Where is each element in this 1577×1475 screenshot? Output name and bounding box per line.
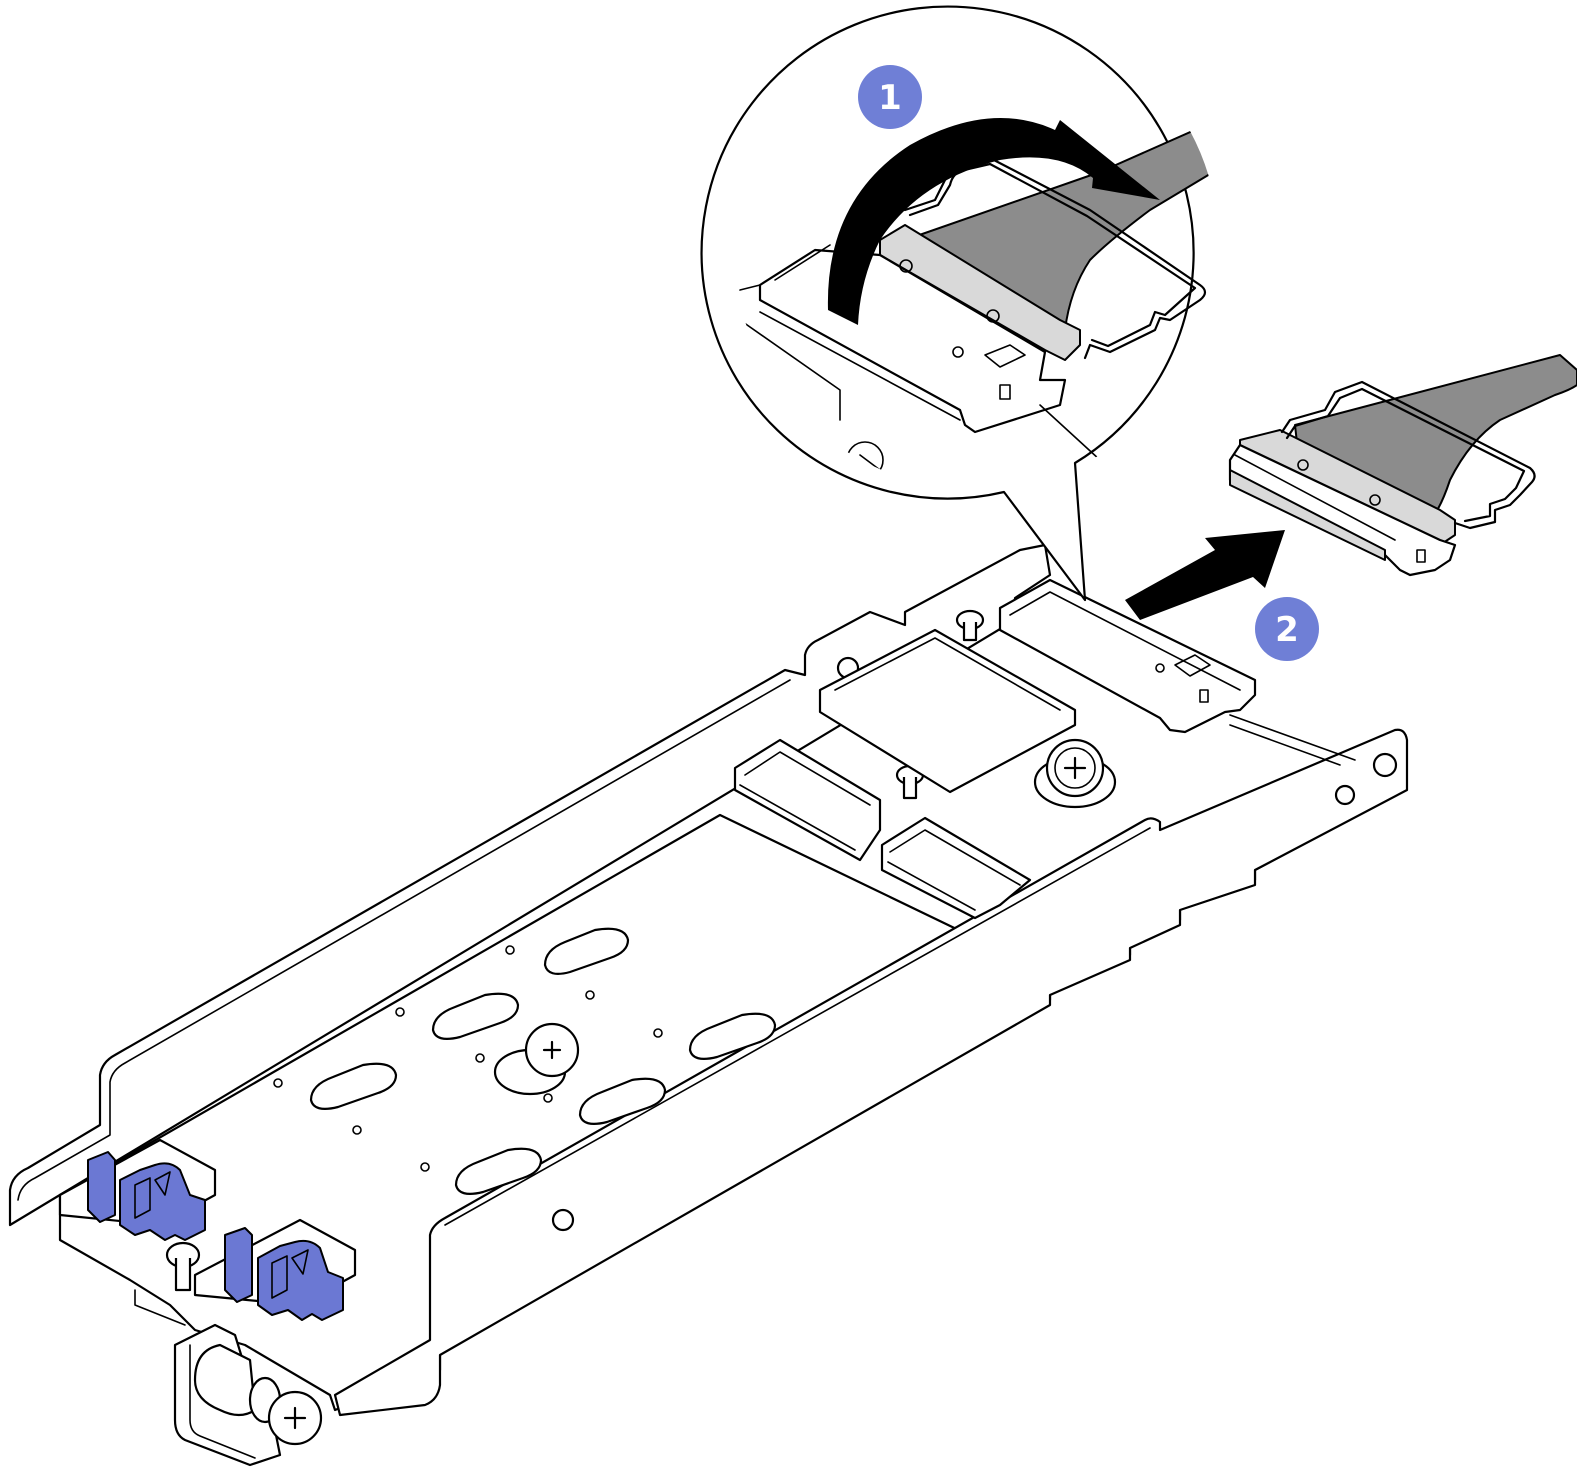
direction-arrow-icon [1125,530,1285,620]
blue-retainer-latch-left [58,1138,217,1241]
front-thumbscrew [193,1343,323,1446]
floor-holes [273,945,663,1172]
removed-cable-connector [1228,354,1577,577]
blue-retainer-latch-right [193,1218,357,1321]
step-callout-2: 2 [1255,597,1319,661]
m2-slot-right [880,816,1032,920]
screw-icon [493,1022,580,1096]
m2-slot-left [733,738,882,862]
step-callout-1: 1 [858,65,922,129]
m2-drive [818,628,1077,794]
m2-adapter-tray [8,543,1409,1467]
pins [165,609,985,1292]
rotation-arrow-icon [827,118,1160,325]
step-number-1: 1 [878,78,902,118]
tray-cable-connector [998,578,1257,734]
zoomed-connector-detail [739,109,1219,479]
zoom-callout-bubble [700,5,1219,602]
standoff-screw [1033,738,1117,809]
step-number-2: 2 [1275,610,1299,650]
